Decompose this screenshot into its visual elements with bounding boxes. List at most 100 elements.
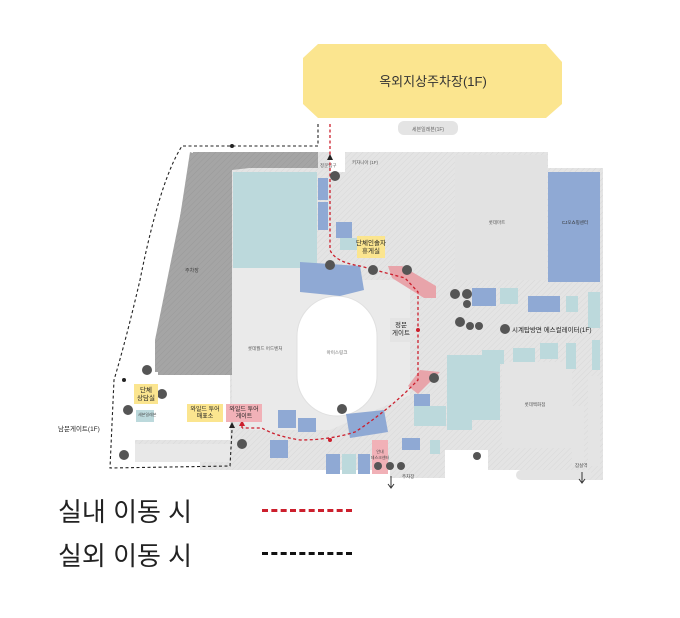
blue-27 [572,406,584,466]
group-lounge-line-2: 휴게실 [362,246,380,255]
info-center-line-1: 안내 [376,448,384,454]
building-top-label: 키자니아 (1F) [352,159,379,166]
escalator-icon-10 [237,439,247,449]
teal-block-left [233,172,317,268]
escalator-icon-1 [330,171,340,181]
top-bar-label: 세븐일레븐(1F) [412,126,445,133]
parking-small-label: 주차장 [402,473,414,480]
blue-26 [430,440,440,454]
group-lounge-box [357,236,385,258]
info-center-line-2: 데스크센터 [371,454,390,460]
elevator-icon-1 [368,265,378,275]
legend-indoor-line [262,509,352,512]
right-building-label: 롯데마트 [489,219,506,226]
blue-7 [500,288,518,304]
south-gate-label: 남문게이트(1F) [58,424,100,433]
blue-4 [340,238,360,250]
ticket-office-line-2: 매표소 [197,412,214,420]
main-gate-line-2: 게이트 [392,328,410,337]
restroom-icon-1 [462,289,472,299]
lower-right-label: 롯데백화점 [525,401,546,408]
escalator-icon-5 [455,317,465,327]
escalator-icon-2 [325,260,335,270]
blue-9 [566,296,578,312]
escalator-icon-4 [450,289,460,299]
restroom-icon-6 [473,452,481,460]
pink-corridor-1 [388,266,436,298]
cj-block-label: CJ오쇼핑센터 [562,219,588,226]
group-lounge-line-1: 단체인솔자 [356,238,386,247]
exit-right-label: 잠실역 [575,462,587,469]
cj-block [548,172,600,282]
route-dot-3 [416,328,420,332]
route-dot-1 [230,144,234,148]
right-building-block [455,155,547,280]
escalator-icon-6 [500,324,510,334]
blue-20 [298,418,316,432]
dark-building-main [155,152,318,372]
info-left-label: 세븐일레븐 [138,411,157,417]
tour-gate-box [226,404,262,422]
escalator-icon-3 [402,265,412,275]
blue-28 [588,376,600,466]
escalator-icon-9 [157,389,167,399]
blue-11 [482,350,504,364]
exit-right-bar [516,470,592,480]
indoor-route [242,124,419,441]
group-office-line-2: 상담실 [137,393,155,402]
tour-gate-line-2: 게이트 [236,412,253,420]
blue-13 [540,343,558,359]
restroom-icon-5 [386,462,394,470]
arrow-down-icon-1 [387,476,395,489]
escalator-icon-11 [119,450,129,460]
elevator-icon-2 [337,404,347,414]
blue-25 [402,438,420,450]
blue-5 [300,262,364,296]
escalator-icon-7 [429,373,439,383]
arrow-up-icon [327,154,333,160]
arrow-down-icon-2 [578,472,586,484]
route-dot-2 [122,378,126,382]
parking-outdoor-label: 옥외지상주차장(1F) [379,74,487,89]
route-dot-4 [328,438,332,442]
ticket-office-line-1: 와일드 투어 [190,405,219,413]
escalator-icon-8 [142,365,152,375]
top-bar [398,121,458,135]
blue-12 [513,348,535,362]
blue-21 [270,440,288,458]
ice-rink [296,295,378,417]
ticket-office-box [187,404,223,422]
blue-16 [414,394,430,406]
entrance-label: 정문입구 [320,162,337,169]
tour-gate-line-1: 와일드 투어 [229,405,258,413]
center-hall-label: 롯데월드 어드벤처 [248,345,282,352]
arrow-up-icon-2 [229,422,235,428]
dark-building-label: 주차장 [185,267,199,274]
main-gate-line-1: 정문 [395,320,407,329]
blue-3 [336,222,352,238]
blue-14 [566,343,576,369]
ice-rink-label: 아이스링크 [327,349,348,356]
blue-23 [342,454,356,474]
arrow-up-icon-3 [239,420,245,426]
blue-2 [318,202,328,230]
parking-lot-outdoor [303,44,562,118]
lower-right-building [502,362,572,448]
info-icon-1 [123,405,133,415]
restroom-icon-3 [466,322,474,330]
info-icon-2 [374,462,382,470]
blue-6 [472,288,496,306]
legend-outdoor-line [262,552,352,555]
legend-outdoor-label: 실외 이동 시 [58,541,193,571]
blue-17 [414,406,446,426]
blue-10 [588,292,600,328]
lower-walkway [135,444,230,462]
escalator-label: 시계탑방면 에스컬레이터(1F) [512,325,592,334]
blue-19 [278,410,296,428]
parking-icon [397,462,405,470]
